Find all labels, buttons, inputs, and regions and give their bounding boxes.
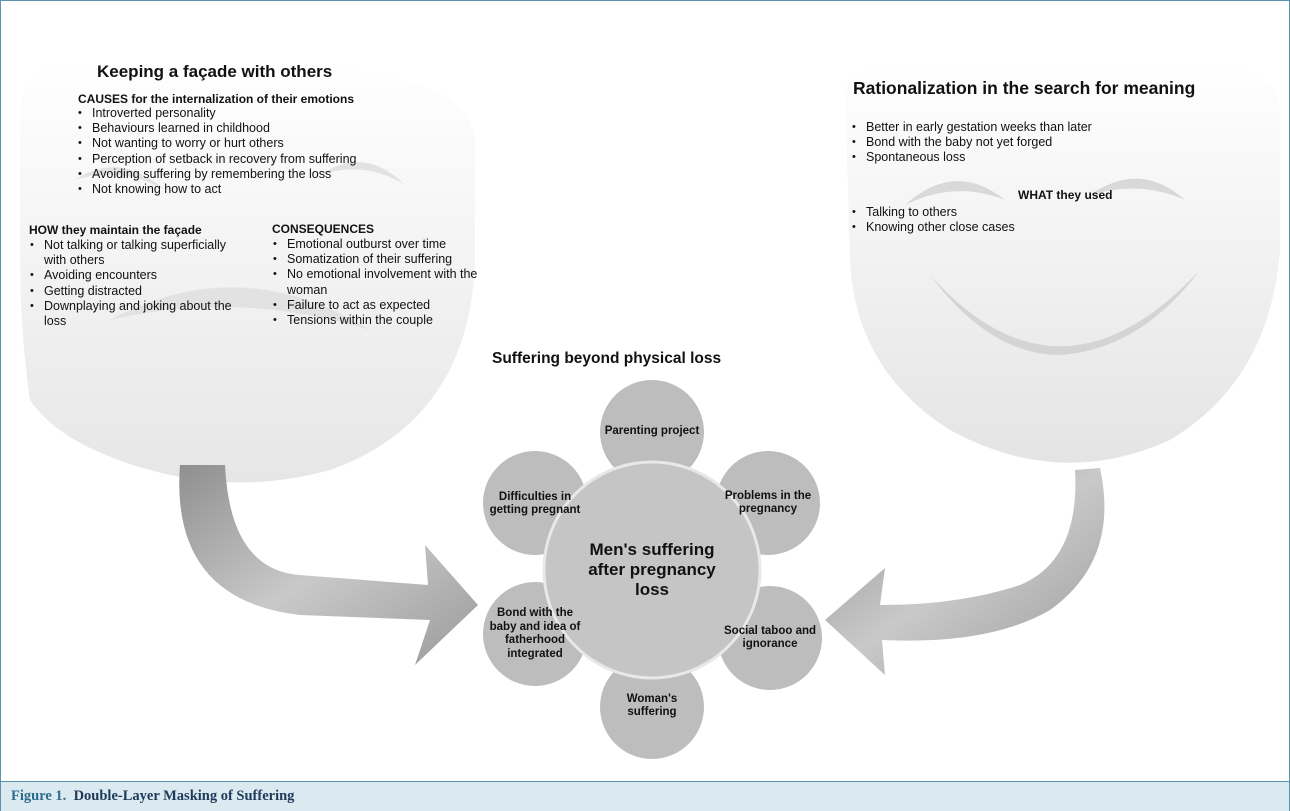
caption-bar: Figure 1. Double-Layer Masking of Suffer… xyxy=(1,781,1289,811)
circle-parenting-project xyxy=(600,380,704,484)
left-mask-title: Keeping a façade with others xyxy=(97,62,333,81)
label-womans-suffering: Woman's suffering xyxy=(626,692,678,719)
circle-core xyxy=(542,460,762,680)
how-item: Getting distracted xyxy=(28,284,238,299)
consequences-item: No emotional involvement with the woman xyxy=(271,267,481,297)
right-mask-eye-left xyxy=(905,181,1005,205)
causes-item: Introverted personality xyxy=(76,106,436,121)
caption-text: Double-Layer Masking of Suffering xyxy=(73,788,295,804)
left-arrow xyxy=(179,465,479,665)
how-item: Avoiding encounters xyxy=(28,268,238,283)
causes-list: Introverted personality Behaviours learn… xyxy=(76,106,436,197)
label-parenting-project: Parenting project xyxy=(604,425,700,438)
meaning-item: Better in early gestation weeks than lat… xyxy=(850,120,1180,135)
how-heading: HOW they maintain the façade xyxy=(29,223,202,237)
right-mask-title: Rationalization in the search for meanin… xyxy=(853,78,1196,98)
caption-label: Figure 1. xyxy=(11,788,67,804)
what-heading: WHAT they used xyxy=(1018,188,1113,202)
meaning-item: Bond with the baby not yet forged xyxy=(850,135,1180,150)
label-core: Men's suffering after pregnancy loss xyxy=(588,540,716,599)
figure-caption: Figure 1. Double-Layer Masking of Suffer… xyxy=(11,788,294,805)
causes-item: Behaviours learned in childhood xyxy=(76,121,436,136)
consequences-item: Somatization of their suffering xyxy=(271,252,481,267)
causes-item: Not wanting to worry or hurt others xyxy=(76,136,436,151)
label-social-taboo: Social taboo and ignorance xyxy=(724,624,817,651)
how-item: Downplaying and joking about the loss xyxy=(28,299,238,329)
what-item: Knowing other close cases xyxy=(850,220,1150,235)
how-list: Not talking or talking superficially wit… xyxy=(28,238,238,329)
label-problems-pregnancy: Problems in the pregnancy xyxy=(724,489,812,516)
consequences-item: Failure to act as expected xyxy=(271,298,481,313)
causes-item: Not knowing how to act xyxy=(76,182,436,197)
center-title: Suffering beyond physical loss xyxy=(492,350,722,367)
consequences-list: Emotional outburst over time Somatizatio… xyxy=(271,237,481,328)
meaning-item: Spontaneous loss xyxy=(850,150,1180,165)
right-arrow xyxy=(825,468,1105,675)
label-difficulties: Difficulties in getting pregnant xyxy=(489,490,581,517)
right-mask-mouth xyxy=(930,270,1200,355)
circle-womans-suffering xyxy=(600,655,704,759)
consequences-item: Emotional outburst over time xyxy=(271,237,481,252)
right-mask-list: Better in early gestation weeks than lat… xyxy=(850,120,1180,166)
what-list: Talking to others Knowing other close ca… xyxy=(850,205,1150,236)
consequences-heading: CONSEQUENCES xyxy=(272,222,375,236)
consequences-item: Tensions within the couple xyxy=(271,313,481,328)
how-item: Not talking or talking superficially wit… xyxy=(28,238,238,268)
causes-item: Perception of setback in recovery from s… xyxy=(76,152,436,167)
right-mask-eye-right xyxy=(1090,178,1185,200)
causes-heading: CAUSES for the internalization of their … xyxy=(78,92,355,106)
label-bond-baby: Bond with the baby and idea of fatherhoo… xyxy=(489,607,581,660)
what-item: Talking to others xyxy=(850,205,1150,220)
causes-item: Avoiding suffering by remembering the lo… xyxy=(76,167,436,182)
